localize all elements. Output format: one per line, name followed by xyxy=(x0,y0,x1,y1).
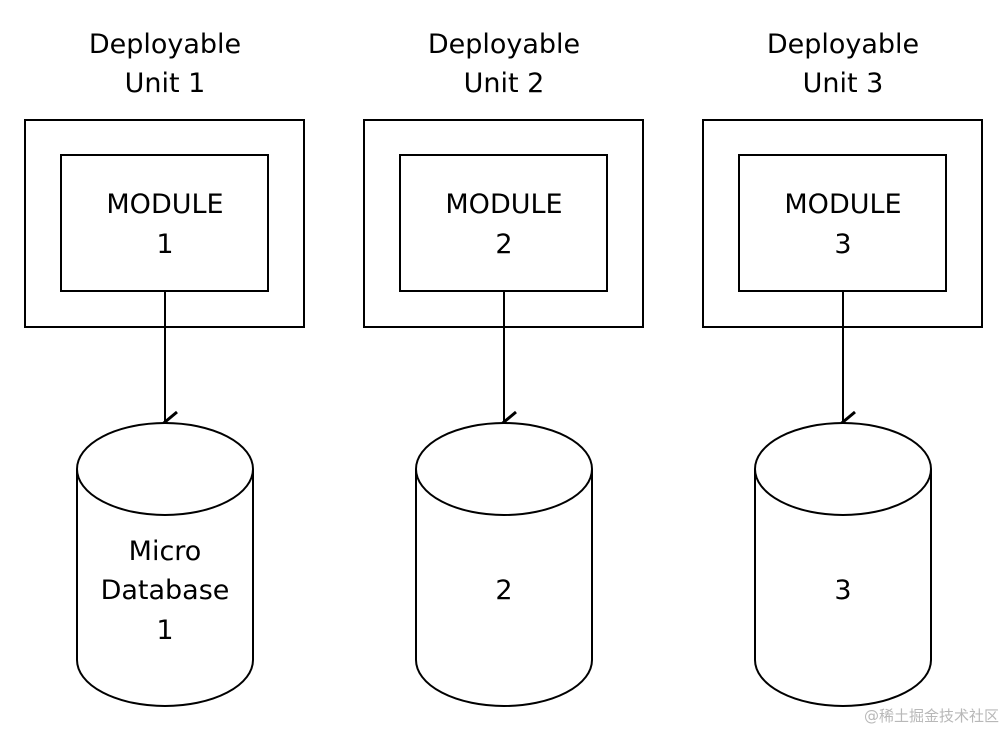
database-3-body xyxy=(754,469,932,707)
unit-3-title-line1: Deployable xyxy=(767,29,919,60)
unit-3-title-line2: Unit 3 xyxy=(803,68,884,99)
watermark: @稀土掘金技术社区 xyxy=(863,707,999,725)
module-2-label-line1: MODULE xyxy=(445,189,562,220)
deployable-unit-2: Deployable Unit 2 MODULE 2 2 xyxy=(363,29,644,707)
database-1-body xyxy=(76,469,254,707)
module-1-label-line2: 1 xyxy=(156,229,173,260)
module-2-box xyxy=(399,154,608,292)
unit-2-title-line2: Unit 2 xyxy=(464,68,545,99)
database-3-top xyxy=(754,422,932,516)
module-3-box xyxy=(738,154,947,292)
module-1-box xyxy=(60,154,269,292)
database-1-label-line1: Micro xyxy=(129,536,202,567)
module-3-label-line1: MODULE xyxy=(784,189,901,220)
database-1-label-line3: 1 xyxy=(156,615,173,646)
database-2-body xyxy=(415,469,593,707)
unit-2-title-line1: Deployable xyxy=(428,29,580,60)
database-2-top xyxy=(415,422,593,516)
deployable-unit-1: Deployable Unit 1 MODULE 1 Micro Databas… xyxy=(24,29,305,707)
deployable-unit-3: Deployable Unit 3 MODULE 3 3 xyxy=(702,29,983,707)
database-1-top xyxy=(76,422,254,516)
module-3-label-line2: 3 xyxy=(834,229,851,260)
module-2-label-line2: 2 xyxy=(495,229,512,260)
database-1-label-line2: Database xyxy=(101,575,230,606)
database-2-label: 2 xyxy=(495,575,512,606)
module-1-label-line1: MODULE xyxy=(106,189,223,220)
database-3-label: 3 xyxy=(834,575,851,606)
unit-1-title-line2: Unit 1 xyxy=(125,68,206,99)
unit-1-title-line1: Deployable xyxy=(89,29,241,60)
